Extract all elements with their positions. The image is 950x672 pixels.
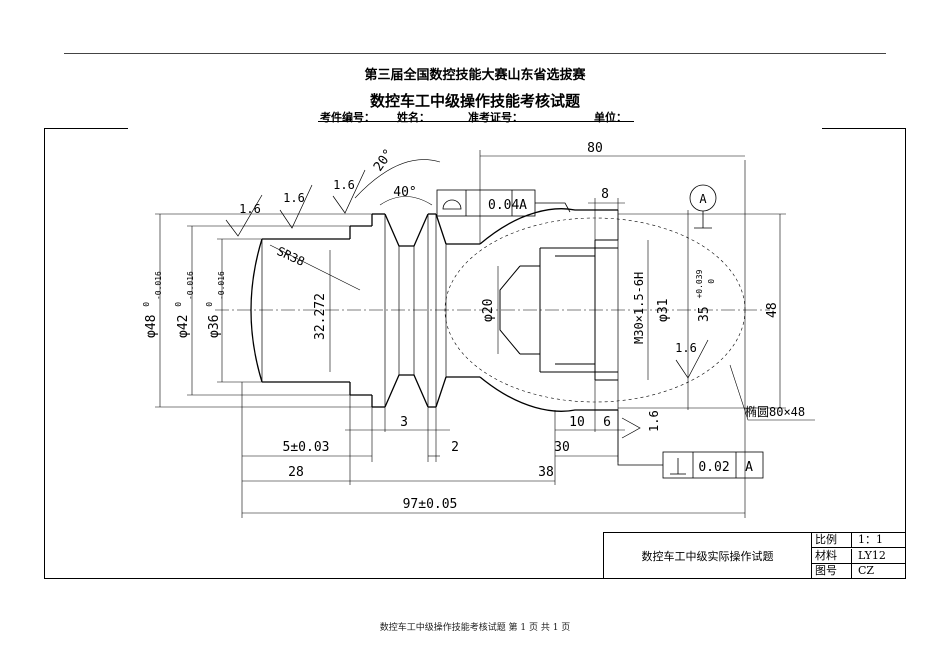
- title-block-name: 数控车工中级实际操作试题: [604, 533, 812, 579]
- dim-5: 5±0.03: [283, 440, 330, 455]
- dimension-lines: [155, 150, 786, 518]
- dim-phi42-tol-upper: 0: [174, 302, 183, 307]
- dim-38: 38: [538, 465, 554, 480]
- dim-48-height: 48: [765, 302, 780, 318]
- drawing-no-key: 图号: [812, 564, 852, 579]
- gdt-perp-value: 0.02: [698, 460, 729, 475]
- datum-a-symbol: [689, 184, 717, 229]
- dim-phi36: φ36 0 -0.016: [201, 271, 226, 338]
- dim-10: 10: [569, 415, 585, 430]
- dim-angle-40: 40°: [393, 185, 416, 200]
- dim-3: 3: [400, 415, 408, 430]
- dim-phi48: φ48 0 -0.016: [138, 271, 163, 338]
- dim-97: 97±0.05: [403, 497, 458, 512]
- sr-leader: [269, 244, 361, 291]
- sr38-label: SR38: [275, 244, 307, 269]
- title-block-row-drawing-no: 图号 CZ: [812, 564, 906, 579]
- dim-phi42-base: φ42: [176, 315, 191, 338]
- roughness-4: 1.6: [675, 341, 697, 355]
- drawing-no-value: CZ: [858, 564, 875, 577]
- dim-phi20: φ20: [481, 299, 496, 322]
- dim-phi36-tol-lower: -0.016: [217, 271, 226, 300]
- roughness-2: 1.6: [283, 191, 305, 205]
- gdt-profile-frame: [436, 189, 571, 217]
- exam-title: 数控车工中级操作技能考核试题: [369, 92, 580, 110]
- top-rule: [64, 53, 886, 54]
- material-key: 材料: [812, 549, 852, 563]
- page-footer: 数控车工中级操作技能考核试题 第 1 页 共 1 页: [379, 623, 571, 633]
- dim-angle-20: 20°: [371, 146, 397, 174]
- dim-phi48-tol-upper: 0: [142, 302, 151, 307]
- title-block-row-scale: 比例 1：1: [812, 533, 906, 548]
- dim-phi42: φ42 0 -0.016: [170, 271, 195, 338]
- info-underline: [318, 121, 634, 122]
- dim-thread: M30×1.5-6H: [632, 272, 646, 344]
- dim-6: 6: [603, 415, 611, 430]
- unit-label: 单位：: [594, 111, 627, 124]
- dim-30: 30: [554, 440, 570, 455]
- dim-phi48-base: φ48: [144, 315, 159, 338]
- roughness-1: 1.6: [239, 202, 261, 216]
- title-block: 数控车工中级实际操作试题 比例 1：1 材料 LY12 图号 CZ: [603, 532, 906, 579]
- dim-35-tol-lower: 0: [707, 279, 716, 284]
- dim-35: 35 +0.039 0: [691, 262, 716, 322]
- datum-label: A: [699, 192, 707, 206]
- dim-35-tol-upper: +0.039: [695, 269, 704, 298]
- name-label: 姓名：: [397, 111, 430, 124]
- dim-32: 32.272: [313, 293, 328, 340]
- dim-phi48-tol-lower: -0.016: [154, 271, 163, 300]
- gdt-perp-datum: A: [745, 460, 753, 475]
- roughness-3: 1.6: [333, 178, 355, 192]
- dim-80: 80: [587, 141, 603, 156]
- dim-2: 2: [451, 440, 459, 455]
- angle-20-arc: [354, 159, 441, 199]
- gdt-perpendicular-frame: [617, 410, 764, 479]
- dim-8: 8: [601, 187, 609, 202]
- scale-value: 1：1: [858, 533, 883, 546]
- ticket-no-label: 准考证号：: [468, 111, 523, 124]
- roughness-5: 1.6: [647, 410, 661, 432]
- gdt-profile-datum: A: [519, 198, 527, 213]
- roughness-symbols: [225, 169, 709, 439]
- dim-phi31: φ31: [656, 299, 671, 322]
- inner-bore: [499, 239, 618, 381]
- dim-28: 28: [288, 465, 304, 480]
- part-outline: [250, 208, 619, 412]
- angle-40-arc: [379, 196, 433, 206]
- material-value: LY12: [858, 549, 886, 562]
- part-no-label: 考件编号：: [320, 111, 375, 124]
- dim-phi42-tol-lower: -0.016: [186, 271, 195, 300]
- dim-phi36-base: φ36: [207, 315, 222, 338]
- dim-35-base: 35: [697, 306, 712, 322]
- scale-key: 比例: [812, 533, 852, 547]
- gdt-profile-value: 0.04: [488, 198, 519, 213]
- title-block-row-material: 材料 LY12: [812, 549, 906, 564]
- dim-phi36-tol-upper: 0: [205, 302, 214, 307]
- ellipse-leader: [729, 364, 815, 421]
- ellipse-label: 椭圆80×48: [745, 404, 805, 419]
- contest-title: 第三届全国数控技能大赛山东省选拔赛: [364, 68, 586, 83]
